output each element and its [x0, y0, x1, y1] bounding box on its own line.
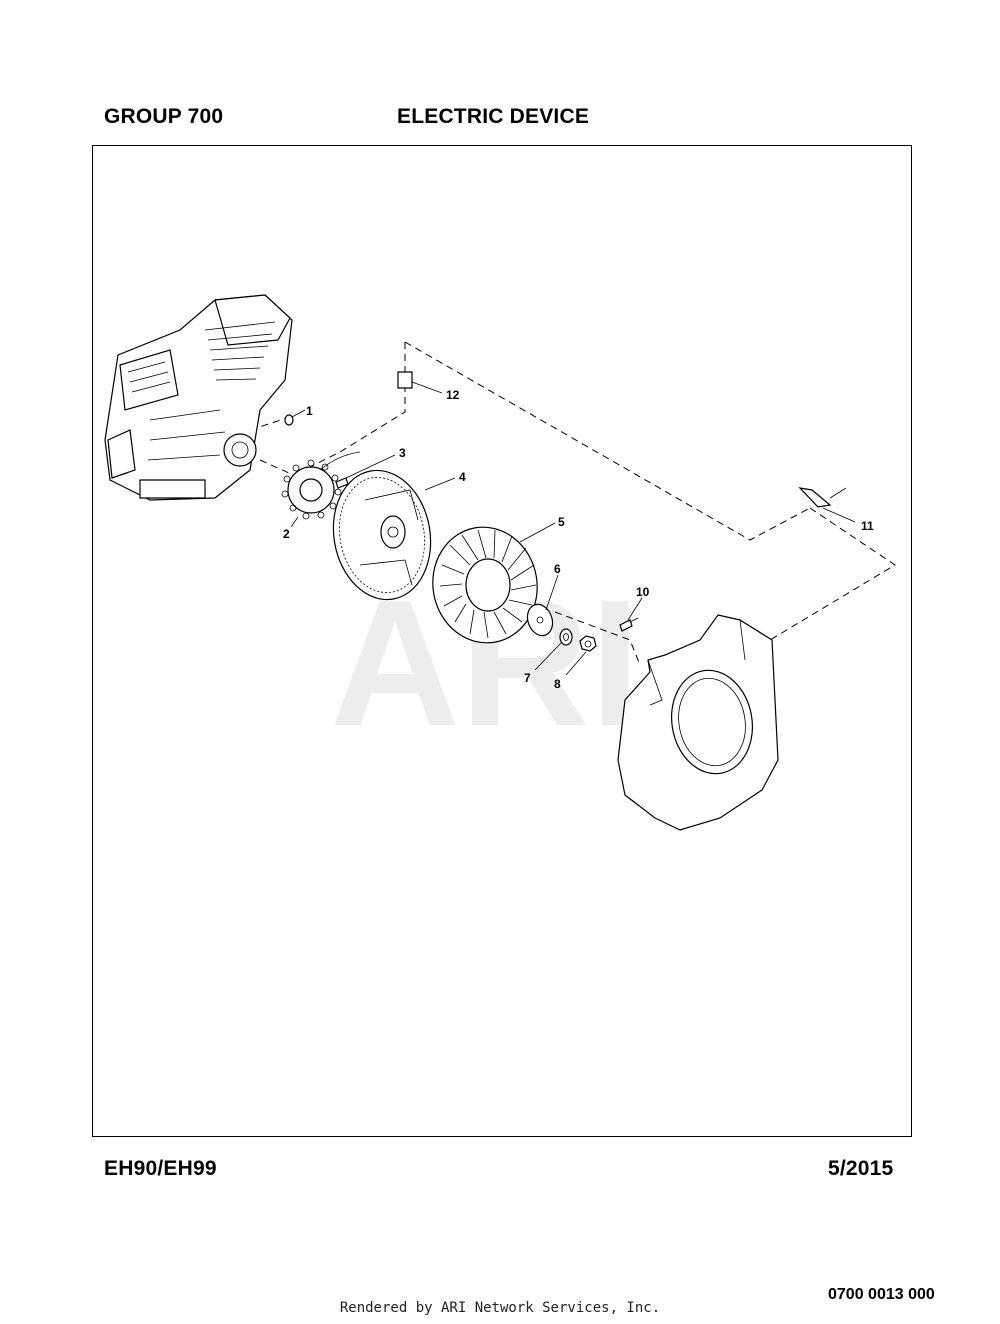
group-title: GROUP 700: [104, 105, 224, 128]
part-4-flywheel: [332, 469, 432, 601]
callout-1: 1: [306, 404, 313, 418]
part-5-cooling-fan: [432, 526, 538, 644]
callout-2: 2: [283, 527, 290, 541]
callout-12: 12: [446, 388, 460, 402]
callout-11: 11: [861, 519, 874, 533]
rendered-by-note: Rendered by ARI Network Services, Inc.: [339, 1300, 661, 1316]
part-7-washer: [559, 628, 573, 646]
diagram-frame: [92, 145, 912, 1137]
callout-6: 6: [554, 562, 561, 576]
part-2-stator: [281, 451, 361, 520]
callout-3: 3: [399, 446, 406, 460]
part-1-key: [284, 414, 294, 426]
engine-block-drawing: [104, 294, 293, 501]
part-12-clip: [397, 371, 413, 389]
document-number: 0700 0013 000: [828, 1286, 935, 1303]
part-6-plate: [526, 603, 554, 637]
callout-7: 7: [524, 671, 531, 685]
callout-5: 5: [558, 515, 565, 529]
model-number: EH90/EH99: [104, 1157, 217, 1180]
part-10-bolt: [619, 617, 639, 632]
callout-leaders: [290, 381, 856, 676]
fan-shroud-drawing: [617, 614, 779, 831]
callout-4: 4: [459, 470, 466, 484]
part-8-nut: [579, 635, 597, 652]
callout-10: 10: [636, 585, 650, 599]
part-11-bracket: [798, 487, 847, 508]
callout-8: 8: [554, 677, 561, 691]
section-title: ELECTRIC DEVICE: [397, 105, 590, 128]
revision-date: 5/2015: [828, 1157, 894, 1180]
